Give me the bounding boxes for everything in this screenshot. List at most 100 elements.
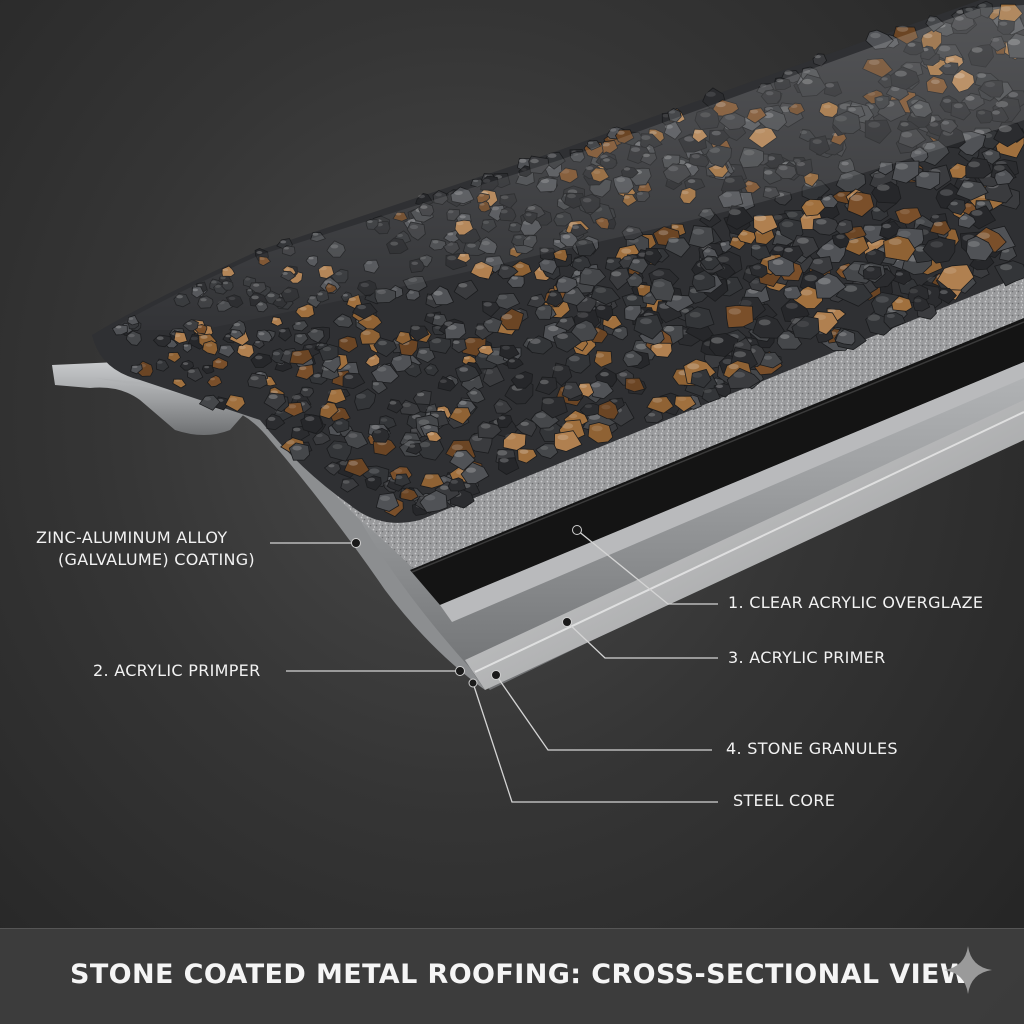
granule-highlight [267, 416, 276, 421]
granule-highlight [978, 3, 987, 8]
granule-highlight [483, 369, 494, 375]
granule [125, 330, 142, 346]
granule-highlight [539, 379, 549, 385]
granule-highlight [867, 314, 880, 321]
granule [791, 315, 820, 340]
leader-steel [472, 682, 718, 803]
granule-highlight [424, 494, 436, 501]
granule-highlight [380, 418, 388, 422]
granule-highlight [424, 474, 434, 480]
granule [172, 378, 187, 389]
granule-highlight [780, 334, 790, 339]
granule-highlight [663, 325, 675, 332]
granule [994, 260, 1024, 287]
granule [879, 221, 903, 240]
granule-highlight [433, 290, 443, 296]
granule-highlight [568, 413, 578, 419]
granule [590, 284, 621, 305]
granule-highlight [719, 242, 727, 246]
granule-highlight [335, 421, 343, 425]
granule [247, 372, 268, 389]
granule [343, 458, 370, 477]
granule-highlight [909, 288, 918, 294]
granule [312, 431, 331, 446]
granule-highlight [816, 219, 827, 225]
granule-highlight [501, 266, 509, 271]
footer-bar: STONE COATED METAL ROOFING: CROSS-SECTIO… [0, 928, 1024, 1024]
granule-highlight [204, 365, 210, 369]
granule-highlight [411, 325, 420, 330]
granule-highlight [733, 371, 745, 378]
granule [326, 388, 347, 404]
granule-highlight [886, 313, 895, 318]
granule [483, 316, 503, 334]
granule-highlight [288, 404, 297, 409]
granule-highlight [379, 495, 391, 501]
granule-highlight [915, 246, 926, 252]
granule-highlight [963, 203, 972, 208]
granule [994, 169, 1015, 186]
granule [701, 387, 721, 403]
granule-highlight [537, 306, 546, 311]
granule-highlight [531, 296, 539, 300]
granule [611, 325, 629, 341]
granule [173, 331, 188, 344]
granule [331, 417, 350, 433]
granule-highlight [899, 209, 910, 215]
granule-highlight [817, 277, 831, 285]
granule [444, 322, 467, 340]
granule-highlight [740, 231, 748, 236]
granule-highlight [601, 404, 611, 410]
granule-highlight [653, 344, 663, 349]
granule-highlight [362, 330, 371, 336]
granule [430, 285, 455, 306]
granule-highlight [671, 225, 679, 229]
granule-highlight [175, 379, 181, 382]
granule-highlight [877, 184, 890, 191]
granule [201, 364, 215, 375]
granule [343, 430, 369, 450]
granule [929, 220, 952, 236]
granule-highlight [434, 325, 441, 329]
granule [781, 245, 804, 264]
granule [250, 352, 273, 368]
granule [506, 275, 525, 288]
granule-highlight [427, 313, 435, 317]
granule-highlight [505, 434, 516, 440]
granule [535, 376, 558, 396]
granule [699, 255, 721, 271]
granule-highlight [621, 248, 632, 254]
granule [482, 366, 505, 388]
acrylic-primer-layer [410, 318, 1024, 605]
granule-highlight [888, 238, 902, 245]
granule [437, 375, 456, 392]
granule-highlight [450, 479, 459, 484]
label-steel-core: STEEL CORE [733, 791, 836, 810]
granule-highlight [751, 244, 761, 250]
granule [236, 343, 255, 359]
granule-highlight [395, 475, 403, 480]
granule-highlight [313, 373, 321, 378]
granule-highlight [557, 434, 569, 441]
leader-granules [495, 674, 712, 751]
granule [130, 364, 143, 375]
granule-highlight [433, 315, 441, 320]
granule-highlight [496, 402, 504, 406]
granule-highlight [280, 240, 287, 244]
granule [643, 247, 663, 266]
granule [270, 316, 284, 327]
granule [736, 228, 757, 245]
granule-highlight [250, 376, 259, 381]
clear-acrylic-overglaze [110, 5, 1024, 330]
granule-highlight [408, 291, 414, 294]
granule-highlight [754, 214, 767, 222]
granule-highlight [389, 401, 397, 405]
granule [371, 380, 388, 395]
granule [460, 462, 490, 484]
granule-highlight [452, 408, 462, 414]
granule [725, 205, 755, 230]
granule-highlight [530, 158, 539, 164]
granule-highlight [419, 349, 428, 354]
granule-highlight [667, 237, 679, 243]
granule-highlight [704, 249, 711, 253]
